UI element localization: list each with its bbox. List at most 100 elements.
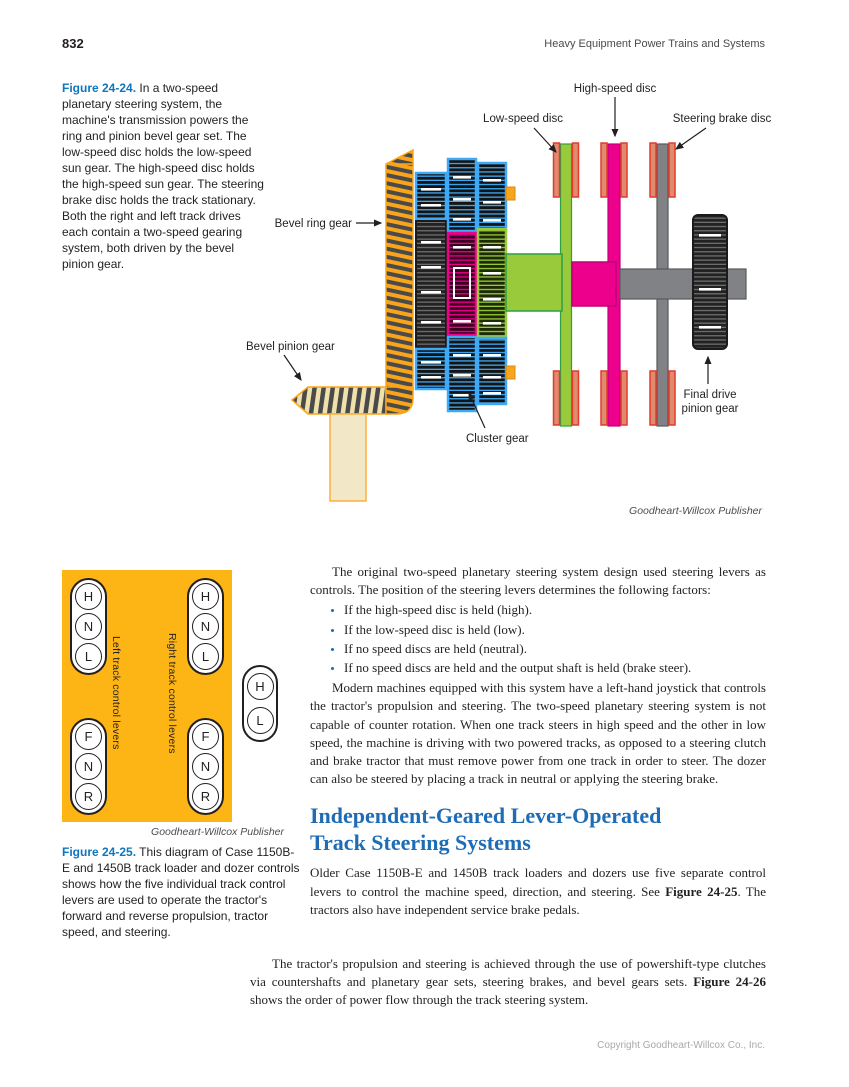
copyright-footer: Copyright Goodheart-Willcox Co., Inc. xyxy=(597,1040,765,1051)
high-speed-disc-plate xyxy=(620,370,628,426)
paragraph-text: Older Case 1150B-E and 1450B track loade… xyxy=(310,865,766,899)
figure-24-24-credit: Goodheart-Willcox Publisher xyxy=(629,505,762,517)
figure-reference: Figure 24-25 xyxy=(665,883,738,899)
steering-brake-disc-plate xyxy=(649,370,657,426)
body-paragraph-1: The original two-speed planetary steerin… xyxy=(310,564,766,598)
section-heading-line1: Independent-Geared Lever-Operated xyxy=(310,803,662,829)
position-letter: H xyxy=(200,589,211,604)
high-speed-sun-gear xyxy=(446,231,478,337)
figure-24-24-caption-text: In a two-speed planetary steering system… xyxy=(62,81,264,271)
low-speed-sun-gear xyxy=(476,227,508,339)
label-bevel-pinion-gear: Bevel pinion gear xyxy=(246,341,335,353)
right-direction-lever-gate: F N R xyxy=(187,718,224,815)
bevel-ring-gear xyxy=(385,163,414,391)
section-heading: Independent-Geared Lever-Operated Track … xyxy=(310,802,766,856)
position-letter: L xyxy=(201,649,210,664)
right-track-levers-label: Right track control levers xyxy=(166,633,178,754)
cluster-gear-blue xyxy=(414,347,448,391)
steering-brake-disc-plate xyxy=(668,370,676,426)
label-cluster-gear: Cluster gear xyxy=(466,433,529,445)
page-number: 832 xyxy=(62,36,84,51)
label-low-speed-disc: Low-speed disc xyxy=(483,113,563,125)
position-letter: L xyxy=(256,712,264,728)
lever-position-f: F xyxy=(75,723,102,750)
position-letter: F xyxy=(84,729,93,744)
running-header: Heavy Equipment Power Trains and Systems xyxy=(544,38,765,50)
speed-range-lever-gate: H L xyxy=(242,665,278,742)
position-letter: L xyxy=(84,649,93,664)
bullet-item: If the high-speed disc is held (high). xyxy=(344,601,766,619)
bevel-ring-gear-cap xyxy=(385,148,414,165)
cluster-gear-blue xyxy=(476,336,508,406)
bevel-pinion-shaft xyxy=(329,413,367,502)
steering-brake-disc-plate xyxy=(649,142,657,198)
low-speed-disc-plate xyxy=(552,142,561,198)
low-speed-disc-plate xyxy=(571,142,580,198)
high-speed-disc-plate xyxy=(600,142,608,198)
gear-tab xyxy=(505,186,516,201)
position-letter: N xyxy=(83,759,94,774)
lever-position-l: L xyxy=(192,643,219,670)
lever-position-f: F xyxy=(192,723,219,750)
lever-position-n: N xyxy=(75,613,102,640)
low-speed-disc-plate xyxy=(552,370,561,426)
lever-position-l: L xyxy=(246,706,274,734)
high-speed-drum xyxy=(571,261,617,307)
lever-position-n: N xyxy=(192,753,219,780)
figure-24-24-label: Figure 24-24. xyxy=(62,81,137,95)
position-letter: N xyxy=(83,619,94,634)
position-letter: N xyxy=(200,759,211,774)
high-speed-disc-plate xyxy=(620,142,628,198)
final-gear-highlights xyxy=(699,234,721,329)
low-speed-drum xyxy=(505,253,563,312)
lever-position-n: N xyxy=(192,613,219,640)
bullet-item: If the low-speed disc is held (low). xyxy=(344,621,766,639)
body-paragraph-4: The tractor's propulsion and steering is… xyxy=(250,955,766,1010)
bevel-pinion-gear xyxy=(290,386,387,415)
figure-24-25-caption: Figure 24-25. This diagram of Case 1150B… xyxy=(62,844,300,940)
right-speed-lever-gate: H N L xyxy=(187,578,224,675)
paragraph-text: . The tractors also have independent ser… xyxy=(310,883,767,917)
body-paragraph-2: Modern machines equipped with this syste… xyxy=(310,680,766,787)
diagram-callouts: High-speed disc Low-speed disc Steering … xyxy=(246,83,771,445)
lever-position-r: R xyxy=(192,783,219,810)
figure-24-25-credit: Goodheart-Willcox Publisher xyxy=(151,826,284,838)
left-track-levers-label: Left track control levers xyxy=(110,636,122,750)
disc-plates xyxy=(552,142,676,426)
figure-24-24-caption: Figure 24-24. In a two-speed planetary s… xyxy=(62,80,264,272)
label-final-drive-line1: Final drive xyxy=(683,389,736,401)
position-letter: R xyxy=(83,789,94,804)
paragraph-text: shows the order of power flow through th… xyxy=(250,992,589,1008)
low-speed-disc-plate xyxy=(571,370,580,426)
figure-24-25-caption-text: This diagram of Case 1150B-E and 1450B t… xyxy=(62,845,300,939)
position-letter: H xyxy=(255,679,265,695)
sun-gear-hub xyxy=(453,267,471,299)
steering-brake-disc-plate xyxy=(668,142,676,198)
left-speed-lever-gate: H N L xyxy=(70,578,107,675)
cluster-gear-columns xyxy=(414,157,516,413)
figure-24-25-label: Figure 24-25. xyxy=(62,845,137,859)
lever-position-n: N xyxy=(75,753,102,780)
lever-position-bullet-list: If the high-speed disc is held (high). I… xyxy=(310,601,766,677)
lever-position-r: R xyxy=(75,783,102,810)
gear-highlights xyxy=(421,176,501,397)
position-letter: R xyxy=(200,789,211,804)
lever-panel: H N L H N L F N R F N R Left track contr… xyxy=(62,570,232,822)
position-letter: H xyxy=(83,589,94,604)
left-direction-lever-gate: F N R xyxy=(70,718,107,815)
position-letter: F xyxy=(201,729,210,744)
position-letter: N xyxy=(200,619,211,634)
cluster-gear-blue xyxy=(414,171,448,221)
section-heading-line2: Track Steering Systems xyxy=(310,830,531,856)
lever-position-l: L xyxy=(75,643,102,670)
lever-position-h: H xyxy=(246,673,274,701)
final-drive-pinion-gear xyxy=(692,214,728,350)
body-paragraph-3: Older Case 1150B-E and 1450B track loade… xyxy=(310,864,766,919)
label-steering-brake-disc: Steering brake disc xyxy=(673,113,772,125)
planetary-steering-diagram: High-speed disc Low-speed disc Steering … xyxy=(246,83,771,517)
lever-position-h: H xyxy=(192,583,219,610)
bevel-ring-gear-corner xyxy=(385,386,414,415)
cluster-gear-dark xyxy=(415,220,447,349)
body-column: The original two-speed planetary steerin… xyxy=(310,563,766,919)
lever-position-h: H xyxy=(75,583,102,610)
